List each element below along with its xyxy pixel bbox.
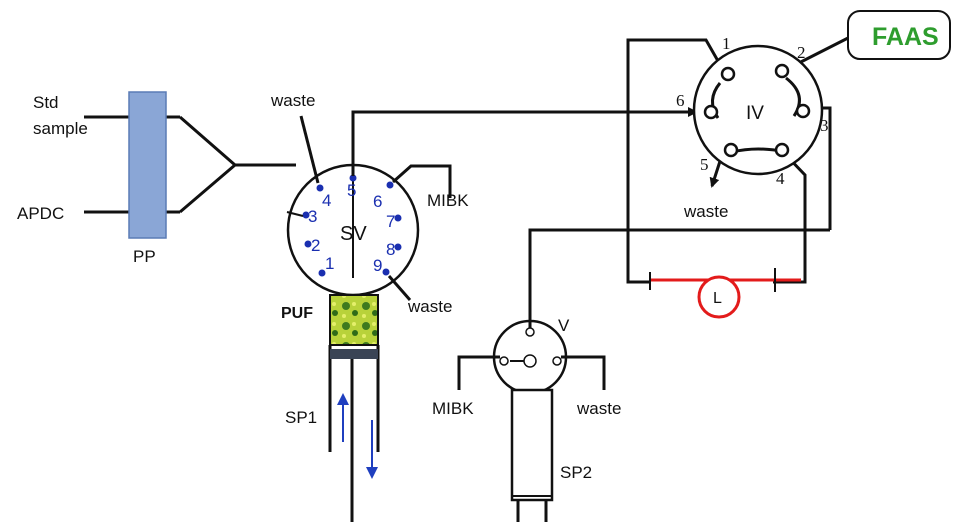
sv-label: SV	[340, 223, 367, 245]
sv-port-1: 1	[325, 254, 334, 273]
sp2-label: SP2	[560, 463, 592, 482]
v-waste-label: waste	[576, 399, 621, 418]
sv-port-6: 6	[373, 192, 382, 211]
iv-port-1: 1	[722, 34, 731, 53]
sample-loop: L	[649, 268, 801, 319]
sv-waste-bottom-label: waste	[407, 297, 452, 316]
sv-port-8: 8	[386, 240, 395, 259]
inlet-lines	[84, 115, 296, 214]
mibk-sv-label: MIBK	[427, 191, 469, 210]
iv-label: IV	[746, 103, 764, 124]
loop-label: L	[713, 290, 722, 307]
sv-port-3: 3	[308, 207, 317, 226]
sp2-syringe	[510, 388, 554, 522]
apdc-label: APDC	[17, 204, 64, 223]
std-label: Std	[33, 93, 59, 112]
injection-valve: IV 1 2 3 4 5 6	[676, 34, 829, 188]
sv-port-4: 4	[322, 191, 331, 210]
iv-port-3: 3	[820, 116, 829, 135]
sample-label: sample	[33, 119, 88, 138]
peristaltic-pump	[128, 91, 167, 239]
sv-port-9: 9	[373, 256, 382, 275]
iv-waste-label: waste	[683, 202, 728, 221]
puf-column	[329, 294, 379, 346]
faas-detector: FAAS	[847, 10, 951, 60]
puf-label: PUF	[281, 305, 313, 322]
v-label: V	[558, 316, 570, 335]
sv-waste-top-label: waste	[270, 91, 315, 110]
sv-port-7: 7	[386, 212, 395, 231]
iv-port-6: 6	[676, 91, 685, 110]
selection-valve: 1 2 3 4 5 6 7 8 9 SV	[286, 163, 420, 297]
faas-label: FAAS	[872, 23, 939, 51]
iv-port-2: 2	[797, 43, 806, 62]
sv-connections	[286, 110, 652, 301]
sp1-label: SP1	[285, 408, 317, 427]
iv-port-4: 4	[776, 169, 785, 188]
mibk-v-label: MIBK	[432, 399, 474, 418]
sp1-syringe	[328, 345, 380, 522]
sv-port-5: 5	[347, 181, 356, 200]
valve-v: V	[492, 316, 570, 395]
valve-v-connections	[457, 228, 830, 390]
pp-label: PP	[133, 247, 156, 266]
iv-port-5: 5	[700, 155, 709, 174]
sv-port-2: 2	[311, 236, 320, 255]
